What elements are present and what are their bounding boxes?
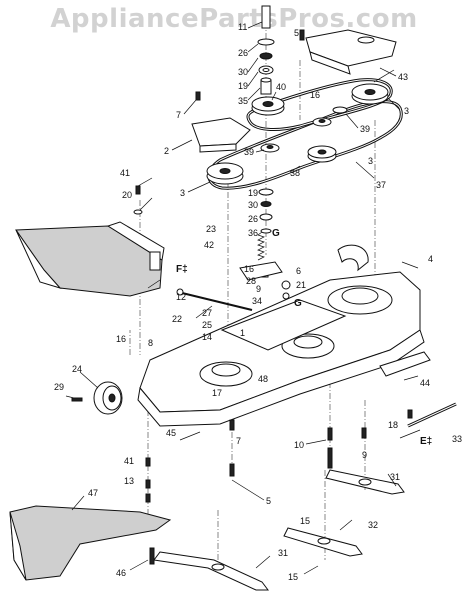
callout-34: 34 (252, 296, 262, 306)
callout-22: 22 (172, 314, 182, 324)
callout-25: 25 (202, 320, 212, 330)
callout-28: 28 (246, 276, 256, 286)
callout-29: 29 (54, 382, 64, 392)
mark-g-upper: G (272, 228, 280, 239)
callout-37: 37 (376, 180, 386, 190)
callout-47: 47 (88, 488, 98, 498)
callout-30b: 30 (248, 200, 258, 210)
callout-41: 41 (120, 168, 130, 178)
callout-21: 21 (296, 280, 306, 290)
callout-17: 17 (212, 388, 222, 398)
callout-16b: 16 (244, 264, 254, 274)
callout-45: 45 (166, 428, 176, 438)
callout-30: 30 (238, 67, 248, 77)
callout-46: 46 (116, 568, 126, 578)
callout-39b: 39 (244, 147, 254, 157)
callout-48: 48 (258, 374, 268, 384)
callout-16: 16 (310, 90, 320, 100)
fasteners (71, 29, 413, 565)
pulley-belt-system (206, 78, 403, 190)
callout-35: 35 (238, 96, 248, 106)
idler-arm (239, 261, 291, 300)
callout-23: 23 (206, 224, 216, 234)
lower-spindle-hardware (258, 188, 274, 234)
callout-1: 1 (240, 328, 245, 338)
front-bumper-44 (379, 351, 431, 377)
callout-31b: 31 (278, 548, 288, 558)
callout-4: 4 (428, 254, 433, 264)
callout-3b: 3 (180, 188, 185, 198)
callout-43: 43 (398, 72, 408, 82)
callout-7: 7 (176, 110, 181, 120)
mower-deck-4 (137, 244, 425, 427)
top-spindle-hardware (257, 5, 275, 95)
callout-26: 26 (238, 48, 248, 58)
callout-3c: 3 (368, 156, 373, 166)
callout-3: 3 (404, 106, 409, 116)
callout-44: 44 (420, 378, 430, 388)
callout-13: 13 (124, 476, 134, 486)
callout-38: 38 (290, 168, 300, 178)
mark-e: E‡ (420, 436, 432, 447)
callout-11: 11 (238, 22, 247, 32)
callout-33: 33 (452, 434, 462, 444)
callout-5b: 5 (266, 496, 271, 506)
belt-cover-43 (305, 29, 397, 75)
callout-27: 27 (202, 308, 212, 318)
blades (153, 469, 405, 591)
mark-f: F‡ (176, 264, 188, 275)
callout-19b: 19 (248, 188, 258, 198)
callout-6: 6 (296, 266, 301, 276)
gauge-wheel-24 (93, 381, 123, 415)
callout-20: 20 (122, 190, 132, 200)
callout-32: 32 (368, 520, 378, 530)
callout-36: 36 (248, 228, 258, 238)
discharge-chute-12 (15, 221, 165, 297)
callout-7b: 7 (236, 436, 241, 446)
callout-labels: 11 26 30 19 35 40 16 43 3 39 5 7 2 39 3 … (54, 22, 462, 582)
mark-g-lower: G (294, 298, 302, 309)
belt-guard-2 (191, 117, 251, 153)
callout-18: 18 (388, 420, 398, 430)
callout-19: 19 (238, 81, 248, 91)
callout-40: 40 (276, 82, 286, 92)
callout-42: 42 (204, 240, 214, 250)
callout-9b: 9 (362, 450, 367, 460)
callout-26b: 26 (248, 214, 258, 224)
callout-12: 12 (176, 292, 186, 302)
callout-15b: 15 (288, 572, 298, 582)
callout-16c: 16 (116, 334, 126, 344)
leader-lines (65, 21, 421, 575)
callout-41b: 41 (124, 456, 134, 466)
callout-2: 2 (164, 146, 169, 156)
callout-8: 8 (148, 338, 153, 348)
shaft-33 (407, 402, 457, 428)
callout-14: 14 (202, 332, 212, 342)
rod-22 (176, 288, 253, 311)
callout-10: 10 (294, 440, 304, 450)
callout-15: 15 (300, 516, 310, 526)
callout-39: 39 (360, 124, 370, 134)
deflector-47 (9, 505, 172, 581)
callout-5: 5 (294, 28, 299, 38)
callout-31: 31 (390, 472, 400, 482)
watermark: AppliancePartsPros.com (50, 4, 418, 34)
callout-9: 9 (256, 284, 261, 294)
callout-24: 24 (72, 364, 82, 374)
